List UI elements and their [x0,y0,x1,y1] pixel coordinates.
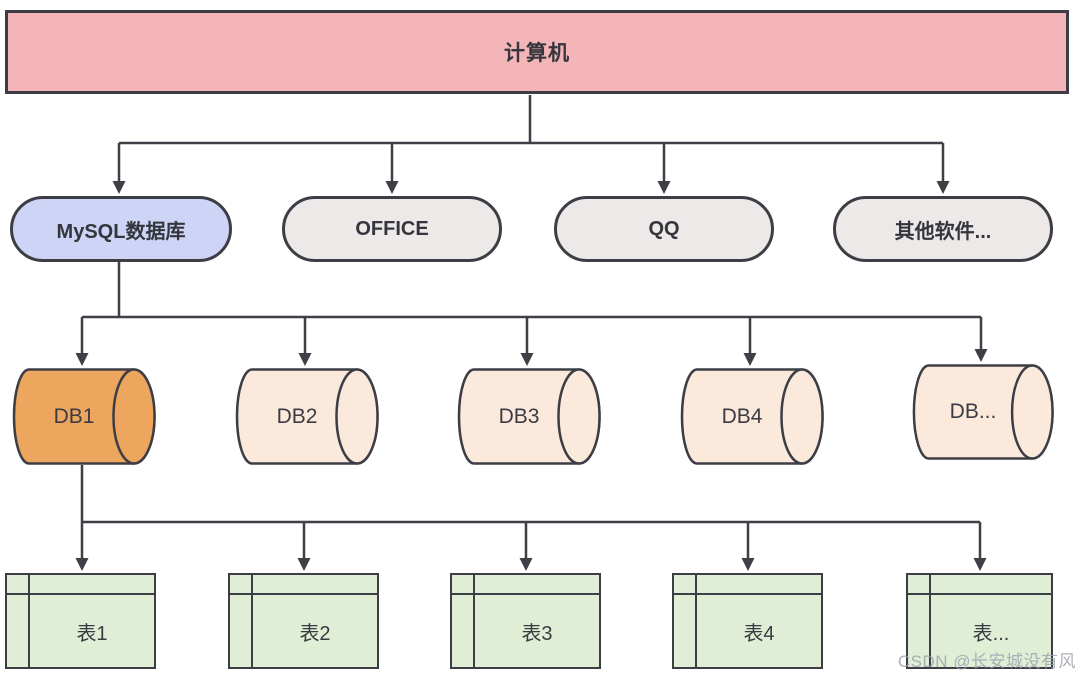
connector-db1-drops [80,522,982,561]
node-table3: 表3 [450,573,601,669]
node-table2-label: 表2 [299,622,331,645]
connector-db1-stem [80,465,980,524]
connector-root-stem [119,95,943,145]
node-qq-label: QQ [648,217,680,240]
node-db1-cylinder: DB1 [7,368,157,465]
node-table-more-label: 表... [972,622,1010,645]
node-db3-label: DB3 [498,404,540,428]
db2-cylinder-shape [235,368,379,465]
csdn-watermark: CSDN @长安城没有风 [897,652,1076,671]
node-table2: 表2 [228,573,379,669]
node-other-software-label: 其他软件... [894,220,992,243]
connector-mysql-stem [82,262,981,319]
node-db4-cylinder: DB4 [675,368,825,465]
node-other-software: 其他软件... [833,196,1053,262]
node-computer: 计算机 [5,10,1069,94]
node-table4-label: 表4 [743,622,775,645]
node-table3-label: 表3 [521,622,553,645]
db3-cylinder-shape [457,368,601,465]
node-table4: 表4 [672,573,823,669]
node-db2-label: DB2 [276,404,318,428]
db4-cylinder-shape [680,368,824,465]
node-db4-label: DB4 [721,404,763,428]
node-table1: 表1 [5,573,156,669]
connector-root-drops [117,143,945,184]
node-office-label: OFFICE [355,217,429,240]
node-computer-label: 计算机 [504,42,570,65]
connector-mysql-drops [80,317,983,356]
node-db1-label: DB1 [53,404,95,428]
db-more-cylinder-shape [912,364,1054,460]
node-table1-label: 表1 [76,622,108,645]
node-table-more: 表... [906,573,1053,669]
node-db2-cylinder: DB2 [230,368,380,465]
db1-cylinder-shape [12,368,156,465]
node-db-more-label: DB... [949,400,997,423]
node-db3-cylinder: DB3 [452,368,602,465]
node-office: OFFICE [282,196,502,262]
node-qq: QQ [554,196,774,262]
node-db-more-cylinder: DB... [907,364,1055,460]
node-mysql-database-label: MySQL数据库 [56,220,186,243]
node-mysql-database: MySQL数据库 [10,196,232,262]
